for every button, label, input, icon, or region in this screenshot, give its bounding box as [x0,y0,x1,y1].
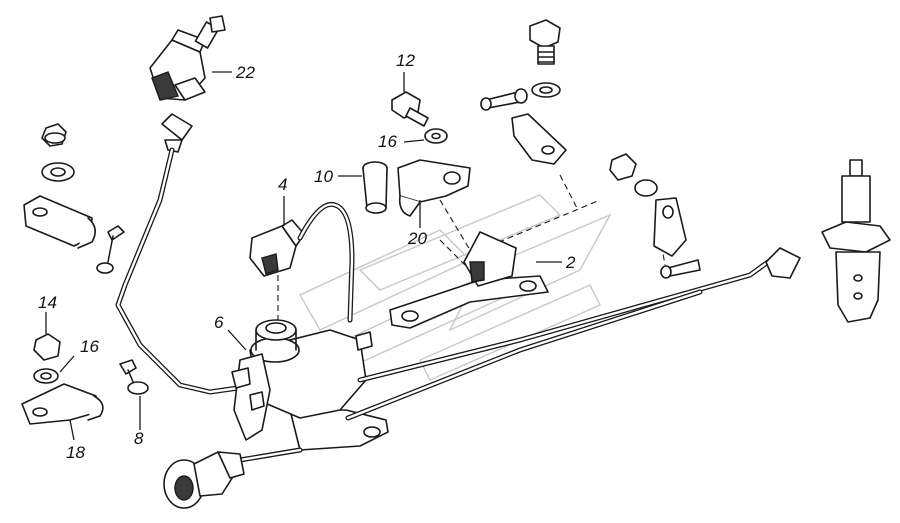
callout-labels: 22 12 16 10 4 20 2 6 14 16 18 8 [38,51,576,462]
callout-4: 4 [278,175,287,194]
callout-12: 12 [396,51,415,70]
callout-14: 14 [38,293,57,312]
left-upper-bracket-set [23,123,125,274]
callout-10: 10 [314,167,333,186]
right-mid-bracket-set [609,153,701,279]
fuel-line-left [115,113,241,395]
part-2-bracket [389,231,549,329]
callout-6: 6 [214,313,224,332]
right-upper-bolt-set [480,19,567,165]
fuel-line-right [345,247,801,421]
callout-22: 22 [235,63,255,82]
part-20-clamp [397,159,471,217]
part-4-connector [249,201,355,323]
part-22-sensor [149,15,226,101]
part-10-sleeve [362,161,388,214]
leader-lines [45,71,562,441]
callout-20: 20 [407,229,427,248]
part-6-solenoid [231,319,389,451]
callout-2: 2 [565,253,576,272]
part-16-washer-top [424,128,448,144]
callout-16-top: 16 [378,132,397,151]
callout-16-left: 16 [80,337,99,356]
lower-banjo-fitting [163,447,303,509]
left-lower-bracket-set [21,333,149,425]
callout-8: 8 [134,429,144,448]
callout-18: 18 [66,443,85,462]
glow-plug [821,159,891,323]
part-12-bolt [391,91,429,127]
